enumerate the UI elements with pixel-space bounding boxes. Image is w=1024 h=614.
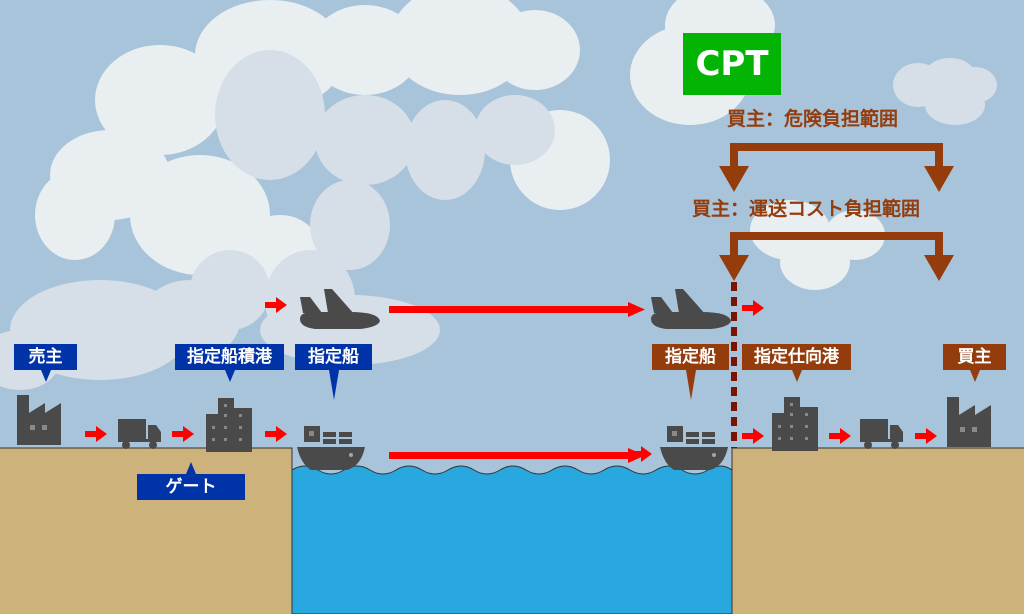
destination-vessel-icon [660,426,728,470]
sea [291,465,733,614]
gate-label: ゲート [165,477,217,497]
risk-range-label: 買主：危険負担範囲 [727,108,899,130]
risk-range-bracket [719,143,954,192]
tag-pointer [328,370,339,400]
tag-pointer [685,370,696,400]
origin-vessel-label: 指定船 [308,347,359,367]
tag-pointer [224,370,235,382]
buyer-factory-icon [947,397,991,447]
seller-label: 売主 [28,347,63,367]
destination-port-label: 指定仕向港 [754,347,839,367]
flow-arrow [742,428,764,444]
cost-range-bracket [719,232,954,281]
loading-port-label: 指定船積港 [187,347,272,367]
origin-vessel-tag: 指定船 [295,344,372,400]
cost-range-label: 買主：運送コスト負担範囲 [692,198,921,220]
loading-port-building-icon [206,398,252,452]
origin-truck-icon [118,419,161,449]
buyer-tag: 買主 [943,344,1006,382]
origin-vessel-icon [297,426,365,470]
flow-arrow [265,426,287,442]
flow-arrow [85,426,107,442]
flow-arrow [172,426,194,442]
destination-vessel-tag: 指定船 [652,344,729,400]
destination-airplane-icon [651,289,731,337]
air-route-arrow [389,302,645,317]
destination-vessel-label: 指定船 [665,347,716,367]
tag-pointer [186,462,196,474]
tag-pointer [969,370,980,382]
destination-port-tag: 指定仕向港 [742,344,851,382]
destination-port-building-icon [772,397,818,451]
flow-arrow [829,428,851,444]
seller-tag: 売主 [14,344,77,382]
seller-factory-icon [17,395,61,445]
origin-land [0,447,293,614]
destination-land [731,447,1024,614]
buyer-label: 買主 [957,347,992,367]
incoterm-badge: CPT [683,33,781,95]
destination-truck-icon [860,419,903,449]
loading-port-tag: 指定船積港 [175,344,284,382]
tag-pointer [40,370,51,382]
gate-tag: ゲート [137,462,245,500]
sea-route-arrow [389,448,645,463]
flow-arrow [742,300,764,316]
flow-arrow [915,428,937,444]
tag-pointer [791,370,802,382]
